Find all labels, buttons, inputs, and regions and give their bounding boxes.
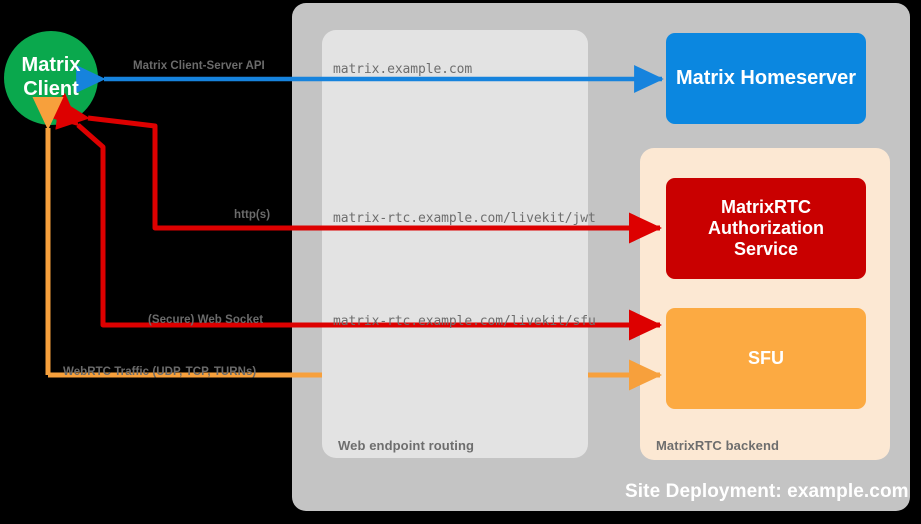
matrixrtc-authorization-service-node[interactable] xyxy=(666,178,866,279)
matrix-endpoint-label: matrix.example.com xyxy=(333,62,473,77)
sfu-node[interactable] xyxy=(666,308,866,409)
site-deployment-caption: Site Deployment: example.com xyxy=(625,481,909,502)
matrixrtc-backend-caption: MatrixRTC backend xyxy=(656,438,780,453)
webrtc-edge-label: WebRTC Traffic (UDP, TCP, TURNs) xyxy=(63,366,257,378)
livekit-sfu-connector xyxy=(44,92,663,341)
livekit-sfu-endpoint-label: matrix-rtc.example.com/livekit/sfu xyxy=(333,314,596,329)
webrtc-traffic-connector xyxy=(32,97,663,391)
matrix-homeserver-node[interactable] xyxy=(666,33,866,124)
web-endpoint-routing-caption: Web endpoint routing xyxy=(338,438,475,453)
https-edge-label: http(s) xyxy=(234,209,271,221)
websocket-edge-label: (Secure) Web Socket xyxy=(148,314,264,326)
client-server-api-edge-label: Matrix Client-Server API xyxy=(133,60,265,72)
livekit-jwt-endpoint-label: matrix-rtc.example.com/livekit/jwt xyxy=(333,211,596,226)
